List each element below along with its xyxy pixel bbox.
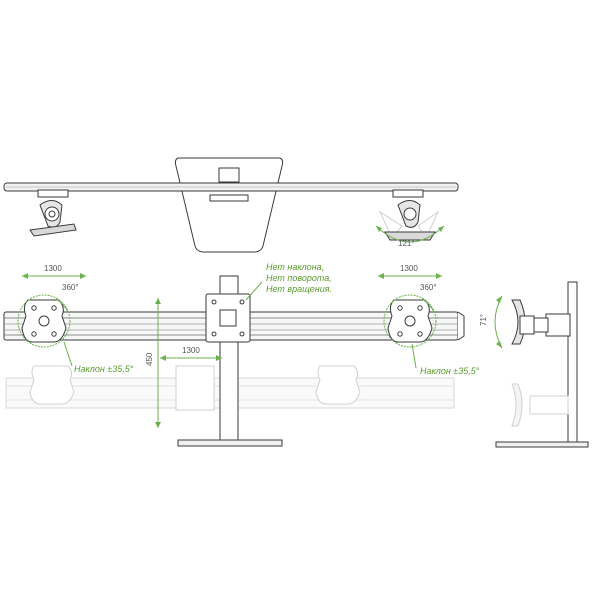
svg-text:Наклон ±35,5°: Наклон ±35,5° — [74, 364, 134, 374]
front-view-left-head: 360° — [17, 283, 79, 348]
rotation-circle-left — [17, 294, 71, 348]
side-tilt-arc — [494, 295, 503, 349]
top-view-center-bracket — [218, 167, 240, 183]
svg-text:Нет вращения.: Нет вращения. — [266, 284, 332, 294]
svg-text:Нет поворота,: Нет поворота, — [266, 273, 332, 283]
side-tilt-angle: 71° — [479, 314, 488, 326]
width-dimension-right: 1300 — [378, 264, 442, 279]
height-dimension: 450 — [145, 298, 161, 428]
width-dimension-left: 1300 — [22, 264, 86, 279]
front-view-right-head: 360° — [383, 283, 437, 348]
top-view-left-mount — [29, 189, 77, 237]
svg-text:Наклон ±35,5°: Наклон ±35,5° — [420, 366, 480, 376]
front-view: 360° 360° 1300 1300 — [3, 262, 480, 447]
rotation-angle-left: 360° — [62, 283, 79, 292]
svg-text:1300: 1300 — [182, 346, 200, 355]
center-note: Нет наклона, Нет поворота, Нет вращения. — [245, 262, 332, 301]
side-view-base — [495, 441, 589, 448]
rotation-circle-right — [383, 294, 437, 348]
tilt-note-left: Наклон ±35,5° — [63, 341, 134, 374]
width-dimension-center: 1300 — [160, 346, 222, 361]
svg-text:1300: 1300 — [44, 264, 62, 273]
swivel-arc — [375, 225, 445, 243]
svg-text:450: 450 — [145, 352, 154, 366]
top-view-center-plate — [174, 157, 284, 253]
side-view: 71° — [479, 281, 589, 448]
swivel-angle-label: 121° — [398, 239, 415, 248]
tilt-note-right: Наклон ±35,5° — [411, 343, 480, 376]
rotation-angle-right: 360° — [420, 283, 437, 292]
svg-text:1300: 1300 — [400, 264, 418, 273]
side-view-pole — [567, 281, 578, 443]
front-view-center-plate — [205, 293, 251, 343]
svg-text:Нет наклона,: Нет наклона, — [266, 262, 324, 272]
top-view-right-mount: 121° — [375, 189, 445, 248]
top-view: 121° — [3, 157, 459, 253]
front-view-base — [177, 439, 283, 447]
